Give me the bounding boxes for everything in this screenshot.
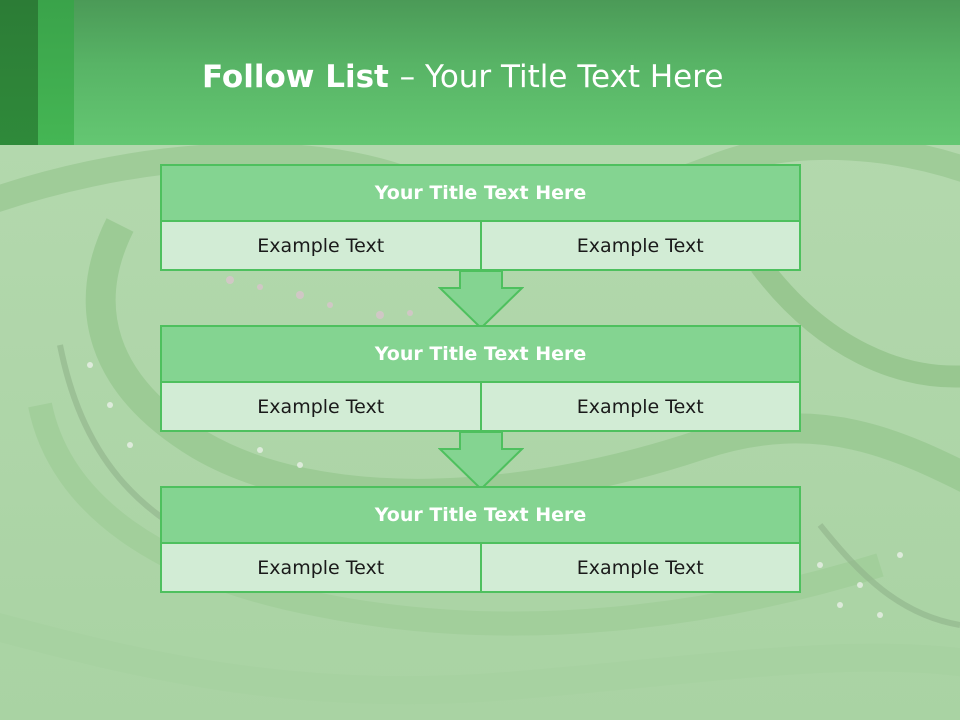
block-title: Your Title Text Here [162,166,799,222]
list-block-2: Your Title Text Here Example Text Exampl… [160,325,801,432]
block-cell-right: Example Text [479,544,800,591]
slide-title-rest: – Your Title Text Here [399,59,724,95]
slide-title-strong: Follow List [202,59,400,95]
list-block-1: Your Title Text Here Example Text Exampl… [160,164,801,271]
slide-title: Follow List – Your Title Text Here [202,55,723,99]
header-accent-light [38,0,74,145]
block-row: Example Text Example Text [162,544,799,591]
block-cell-left: Example Text [257,234,385,257]
block-cell-left: Example Text [257,395,385,418]
arrow-down-icon [438,270,524,330]
header-accent-dark [0,0,38,145]
block-row: Example Text Example Text [162,222,799,269]
block-title: Your Title Text Here [162,488,799,544]
arrow-down-icon [438,431,524,491]
block-cell-right: Example Text [479,222,800,269]
block-cell-right: Example Text [479,383,800,430]
block-title: Your Title Text Here [162,327,799,383]
list-block-3: Your Title Text Here Example Text Exampl… [160,486,801,593]
block-cell-left: Example Text [257,556,385,579]
header-band: Follow List – Your Title Text Here [0,0,960,145]
block-row: Example Text Example Text [162,383,799,430]
